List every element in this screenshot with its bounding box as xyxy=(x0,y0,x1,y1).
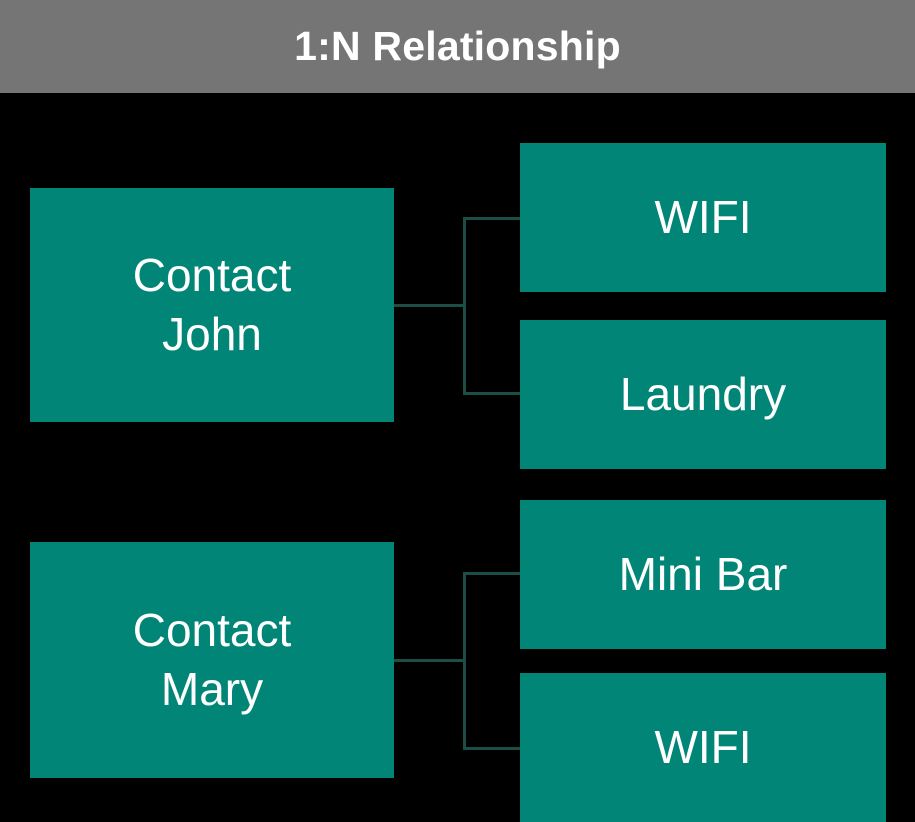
relationship-diagram: Contact John WIFI Laundry Contact Mary M… xyxy=(0,93,915,822)
node-laundry-john[interactable]: Laundry xyxy=(520,320,886,469)
connector-trunk-group-2 xyxy=(463,572,466,750)
connector-branch-group-2-child-2 xyxy=(463,747,523,750)
node-wifi-john[interactable]: WIFI xyxy=(520,143,886,292)
connector-branch-group-1-child-1 xyxy=(463,217,523,220)
connector-stem-group-1 xyxy=(394,304,466,307)
node-contact-john[interactable]: Contact John xyxy=(30,188,394,422)
connector-branch-group-1-child-2 xyxy=(463,392,523,395)
node-contact-john-label: Contact John xyxy=(132,249,292,360)
connector-stem-group-2 xyxy=(394,659,466,662)
node-mini-bar-mary-label: Mini Bar xyxy=(618,548,788,601)
connector-branch-group-2-child-1 xyxy=(463,572,523,575)
page-title: 1:N Relationship xyxy=(294,23,621,69)
node-contact-mary-label: Contact Mary xyxy=(132,604,292,715)
connector-trunk-group-1 xyxy=(463,217,466,395)
node-mini-bar-mary[interactable]: Mini Bar xyxy=(520,500,886,649)
node-wifi-mary-label: WIFI xyxy=(654,721,752,774)
slide-header-bar: 1:N Relationship xyxy=(0,0,915,93)
node-laundry-john-label: Laundry xyxy=(619,368,787,421)
node-wifi-john-label: WIFI xyxy=(654,191,752,244)
node-contact-mary[interactable]: Contact Mary xyxy=(30,542,394,778)
node-wifi-mary[interactable]: WIFI xyxy=(520,673,886,822)
